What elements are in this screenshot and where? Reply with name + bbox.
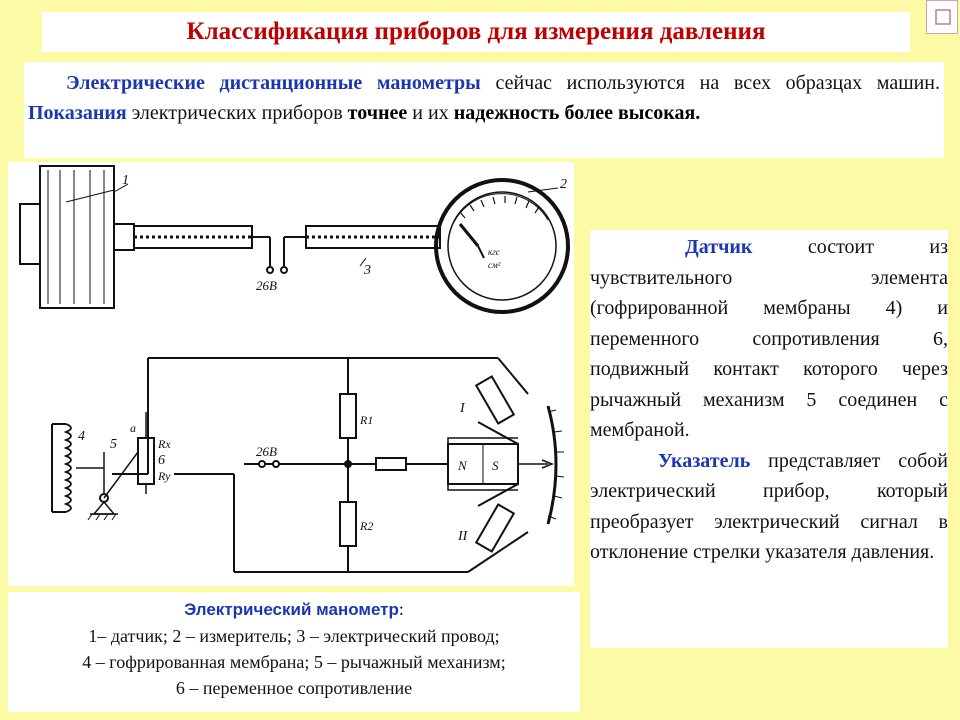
label-coil-1: I (459, 401, 466, 416)
manometer-diagram: 1 2 3 26В кгс см² 4 5 а Rx 6 Ry 26В R1 R… (8, 162, 574, 586)
intro-part2: электрических приборов (126, 102, 348, 124)
caption-title: Электрический манометр (184, 600, 399, 619)
caption-title-line: Электрический манометр: (8, 596, 580, 623)
label-4: 4 (78, 429, 85, 444)
indicator-scale (546, 405, 565, 525)
caption-line-2: 4 – гофрированная мембрана; 5 – рычажный… (82, 652, 506, 672)
label-26v-top: 26В (256, 278, 277, 293)
indicator-text: представляет собой электрический прибор,… (590, 449, 948, 564)
label-5: 5 (110, 437, 117, 452)
sensor-description: Датчик состоит из чувствительного элемен… (590, 232, 948, 446)
membrane-assembly (51, 412, 155, 521)
corner-frame-icon (926, 0, 958, 34)
frame-icon-graphic (935, 9, 951, 25)
intro-part3: и их (407, 102, 454, 124)
gauge-unit-top: кгс (488, 247, 500, 257)
gauge-scale (459, 196, 540, 219)
label-3: 3 (363, 263, 371, 278)
title-banner: Классификация приборов для измерения дав… (42, 12, 910, 52)
cable-right (305, 225, 441, 249)
gauge-unit-bottom: см² (488, 260, 501, 270)
indicator-term: Указатель (658, 449, 751, 472)
label-26v-mid: 26В (256, 444, 277, 459)
magnet-assembly (447, 437, 555, 491)
intro-bold-accurate: точнее (347, 102, 408, 124)
label-coil-2: II (457, 529, 469, 544)
intro-bold-reliability: надежность более высокая. (453, 102, 701, 124)
sensor-term: Датчик (685, 236, 753, 258)
coil-one (474, 357, 529, 445)
intro-panel: Электрические дистанционные манометры се… (24, 62, 944, 158)
caption-line-3: 6 – переменное сопротивление (175, 678, 413, 698)
manometer-schematic: 1 2 3 26В кгс см² 4 5 а Rx 6 Ry 26В R1 R… (19, 165, 570, 573)
label-magnet-n: N (457, 458, 468, 473)
figure-caption: Электрический манометр: 1– датчик; 2 – и… (8, 592, 580, 712)
intro-lead: Электрические дистанционные манометры (66, 72, 481, 94)
intro-bold-readings: Показания (28, 102, 127, 124)
label-a: а (130, 421, 136, 435)
description-panel: Датчик состоит из чувствительного элемен… (590, 230, 948, 648)
label-magnet-s: S (492, 458, 499, 473)
sensor-text: состоит из чувствительного элемента (гоф… (590, 236, 948, 441)
caption-title-colon: : (398, 599, 404, 619)
intro-paragraph: Электрические дистанционные манометры се… (28, 68, 940, 128)
caption-line-1: 1– датчик; 2 – измеритель; 3 – электриче… (88, 626, 500, 646)
label-6: 6 (158, 453, 165, 468)
label-r2: R2 (359, 519, 373, 533)
intro-part1: сейчас используются на всех образцах маш… (480, 72, 940, 94)
label-r1: R1 (359, 413, 373, 427)
sensor-body (19, 165, 135, 309)
slide-title: Классификация приборов для измерения дав… (186, 18, 766, 45)
cable-left (133, 225, 253, 249)
label-rx: Rx (157, 437, 171, 451)
coil-two (467, 483, 529, 573)
label-2: 2 (560, 177, 567, 192)
indicator-description: Указатель представляет собой электрическ… (590, 446, 948, 568)
gauge-dial (434, 178, 570, 314)
label-1: 1 (122, 173, 129, 188)
label-ry: Ry (157, 469, 171, 483)
